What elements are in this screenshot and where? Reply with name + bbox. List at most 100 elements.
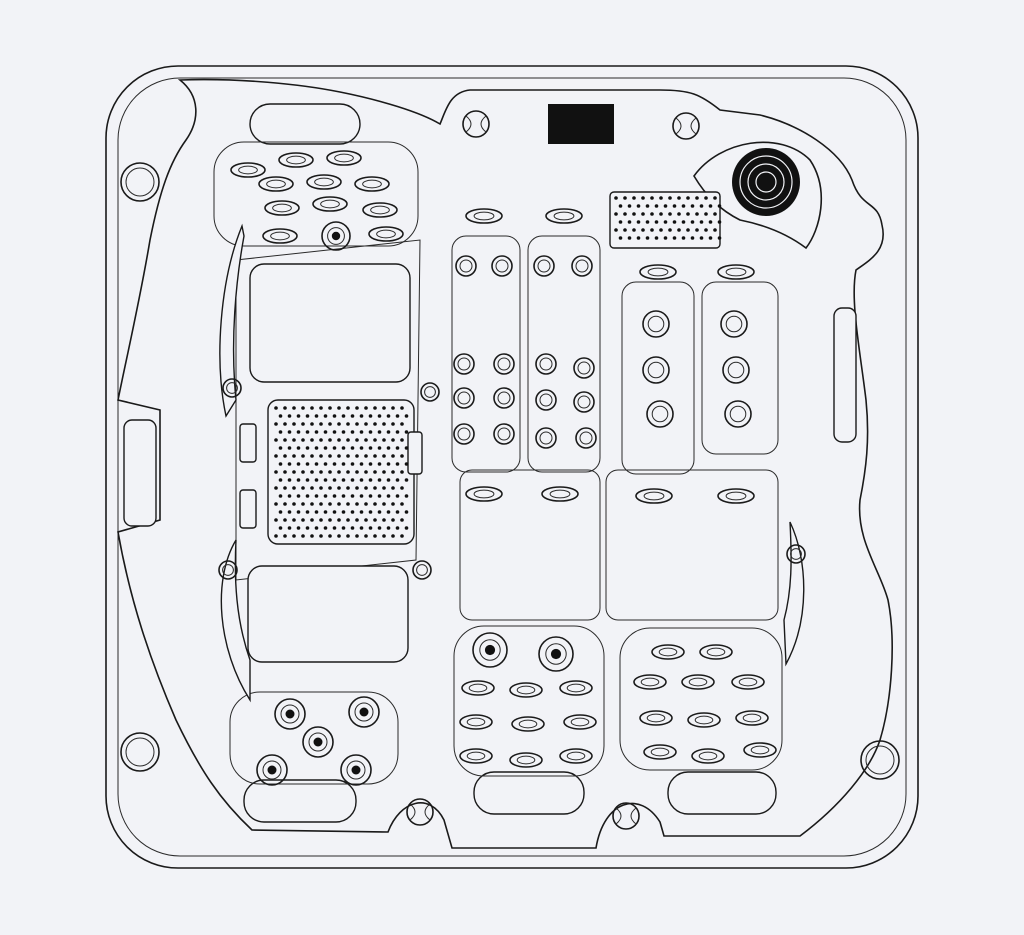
air-hole	[314, 446, 319, 450]
air-hole	[287, 510, 292, 514]
jet-icon	[559, 748, 593, 764]
air-hole	[677, 196, 681, 200]
air-hole	[686, 212, 690, 216]
air-hole	[623, 228, 627, 232]
air-hole	[287, 446, 292, 450]
air-hole	[654, 204, 659, 208]
air-hole	[681, 204, 686, 208]
air-hole	[627, 204, 632, 208]
air-hole	[708, 236, 713, 240]
air-hole	[350, 430, 355, 434]
air-hole	[404, 462, 409, 466]
air-hole	[283, 470, 287, 474]
air-hole	[641, 196, 645, 200]
air-hole	[359, 414, 364, 418]
air-hole	[668, 212, 672, 216]
air-hole	[368, 478, 373, 482]
air-hole	[319, 454, 323, 458]
air-bubbler-holes	[274, 196, 722, 538]
air-hole	[632, 228, 636, 232]
air-hole	[373, 518, 377, 522]
jet-icon	[687, 712, 721, 728]
air-hole	[627, 236, 632, 240]
jet-icon	[571, 255, 593, 277]
air-hole	[359, 510, 364, 514]
jet-icon	[420, 382, 440, 402]
air-hole	[359, 526, 364, 530]
air-hole	[337, 454, 341, 458]
air-hole	[386, 510, 391, 514]
air-hole	[278, 430, 283, 434]
air-hole	[296, 446, 301, 450]
air-hole	[337, 518, 341, 522]
jet-icon	[573, 391, 595, 413]
seat-base	[459, 469, 601, 621]
air-hole	[359, 446, 364, 450]
air-hole	[305, 462, 310, 466]
air-hole	[654, 236, 659, 240]
air-hole	[717, 236, 722, 240]
lounge-seat-outline	[235, 239, 421, 581]
air-hole	[355, 518, 359, 522]
air-hole	[301, 502, 305, 506]
air-hole	[377, 478, 382, 482]
air-hole	[708, 204, 713, 208]
air-hole	[287, 526, 292, 530]
air-hole	[704, 228, 708, 232]
air-hole	[663, 204, 668, 208]
air-hole	[623, 212, 627, 216]
air-hole	[359, 478, 364, 482]
air-hole	[368, 414, 373, 418]
air-hole	[310, 470, 314, 474]
air-hole	[350, 510, 355, 514]
jet-icon	[545, 208, 583, 224]
control-panel-icon	[548, 104, 614, 144]
air-hole	[404, 414, 409, 418]
air-hole	[341, 526, 346, 530]
jet-icon	[743, 742, 777, 758]
air-hole	[283, 454, 287, 458]
jet-icon	[222, 378, 242, 398]
air-hole	[364, 438, 368, 442]
air-hole	[323, 478, 328, 482]
air-hole	[632, 196, 636, 200]
air-hole	[395, 510, 400, 514]
air-hole	[368, 462, 373, 466]
air-hole	[373, 470, 377, 474]
air-hole	[632, 212, 636, 216]
air-hole	[278, 414, 283, 418]
jet-icon	[453, 387, 475, 409]
air-hole	[287, 414, 292, 418]
air-hole	[283, 422, 287, 426]
air-hole	[292, 454, 296, 458]
jet-icon	[453, 353, 475, 375]
air-hole	[287, 462, 292, 466]
air-hole	[355, 470, 359, 474]
air-hole	[328, 486, 332, 490]
air-hole	[386, 446, 391, 450]
lounge-armrest	[407, 431, 423, 475]
jet-icon	[535, 353, 557, 375]
jet-icon	[535, 427, 557, 449]
air-hole	[373, 534, 377, 538]
jet-icon	[491, 255, 513, 277]
jet-icon	[461, 680, 495, 696]
jet-icon	[493, 353, 515, 375]
jet-icon	[559, 680, 593, 696]
air-hole	[287, 494, 292, 498]
air-hole	[659, 212, 663, 216]
air-hole	[404, 446, 409, 450]
air-hole	[310, 438, 314, 442]
air-hole	[314, 430, 319, 434]
headrest-pillow-icon	[243, 779, 357, 823]
air-hole	[310, 406, 314, 410]
jet-icon	[493, 423, 515, 445]
air-hole	[341, 494, 346, 498]
air-hole	[672, 220, 677, 224]
jet-icon	[274, 698, 306, 730]
air-hole	[350, 494, 355, 498]
air-hole	[346, 502, 350, 506]
air-hole	[364, 406, 368, 410]
air-hole	[292, 406, 296, 410]
jet-icon	[717, 264, 755, 280]
